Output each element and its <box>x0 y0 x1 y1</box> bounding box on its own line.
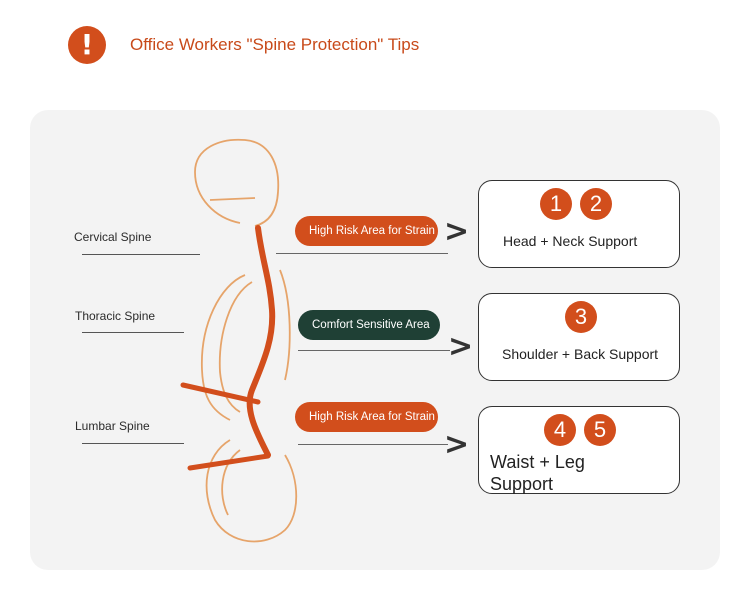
seated-figure-illustration <box>180 138 298 543</box>
number-badge: 4 <box>544 414 576 446</box>
connector-line-3 <box>298 444 448 445</box>
hip-outline-inner <box>221 449 241 516</box>
card-text: Shoulder + Back Support <box>502 346 659 362</box>
zone-pill-cervical: High Risk Area for Strain <box>295 216 438 246</box>
zone-pill-thoracic: Comfort Sensitive Area <box>298 310 440 340</box>
rib-bar <box>180 382 261 405</box>
support-card-waist-leg: 4 5 Waist + Leg Support <box>478 406 680 494</box>
torso-back <box>279 269 291 381</box>
head-detail <box>209 197 256 201</box>
badge-group: 3 <box>565 301 597 333</box>
head-outline <box>194 138 280 227</box>
zone-pill-lumbar: High Risk Area for Strain <box>295 402 438 432</box>
arrow-icon-3: > <box>444 427 470 462</box>
thoracic-spine-label: Thoracic Spine <box>75 309 156 323</box>
header: ! Office Workers "Spine Protection" Tips <box>68 25 419 65</box>
cervical-underline <box>82 254 200 255</box>
lumbar-spine-label: Lumbar Spine <box>75 419 150 433</box>
lumbar-underline <box>82 443 184 444</box>
number-badge: 1 <box>540 188 572 220</box>
spine-line <box>246 225 276 458</box>
arrow-icon-2: > <box>448 329 474 364</box>
connector-line-2 <box>298 350 450 351</box>
card-text: Head + Neck Support <box>503 233 638 249</box>
torso-outline <box>201 274 246 421</box>
card-text: Waist + Leg Support <box>490 452 585 494</box>
pelvis-bar <box>187 453 271 471</box>
hip-outline <box>205 439 298 543</box>
exclamation-icon: ! <box>68 26 106 64</box>
badge-group: 4 5 <box>544 414 616 446</box>
connector-line-1 <box>276 253 448 254</box>
torso-outline-inner <box>218 281 253 413</box>
cervical-spine-label: Cervical Spine <box>74 230 152 244</box>
page-title: Office Workers "Spine Protection" Tips <box>130 35 420 54</box>
number-badge: 5 <box>584 414 616 446</box>
arrow-icon-1: > <box>444 214 470 249</box>
badge-group: 1 2 <box>540 188 612 220</box>
number-badge: 3 <box>565 301 597 333</box>
thoracic-underline <box>82 332 184 333</box>
support-card-head-neck: 1 2 Head + Neck Support <box>478 180 680 268</box>
number-badge: 2 <box>580 188 612 220</box>
support-card-shoulder-back: 3 Shoulder + Back Support <box>478 293 680 381</box>
